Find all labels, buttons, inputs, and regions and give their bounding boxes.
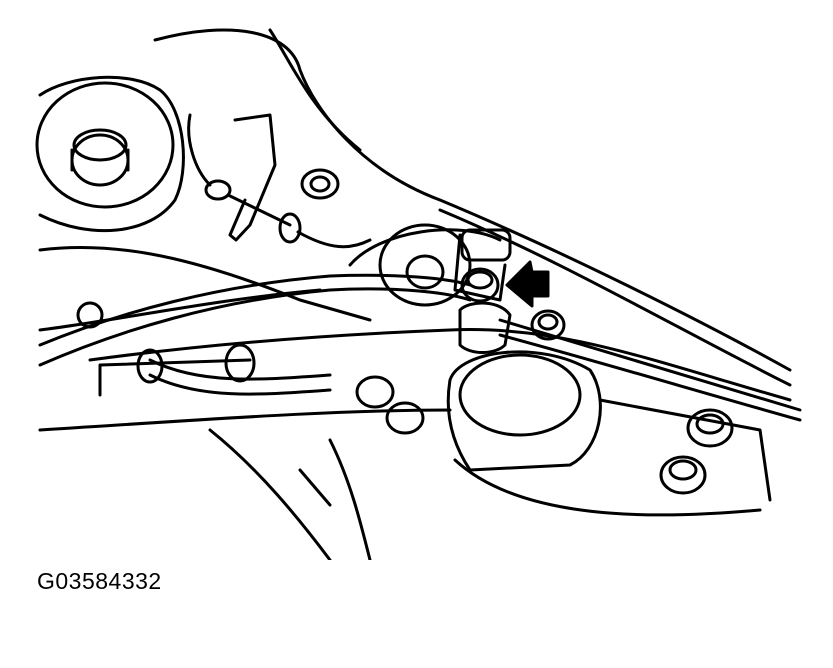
bolt-right-1 [688, 410, 732, 446]
clamp-bolt [455, 230, 510, 353]
upper-left-mount [37, 77, 183, 230]
callout-arrow [507, 262, 548, 306]
figure-id-label: G03584332 [37, 568, 162, 594]
center-mount [350, 225, 500, 305]
lower-bushing [448, 352, 770, 515]
brake-hose [40, 275, 800, 420]
hose-bracket [189, 115, 370, 247]
grommet [302, 170, 338, 198]
bolt-right-2 [661, 457, 705, 493]
technical-drawing [0, 0, 833, 560]
